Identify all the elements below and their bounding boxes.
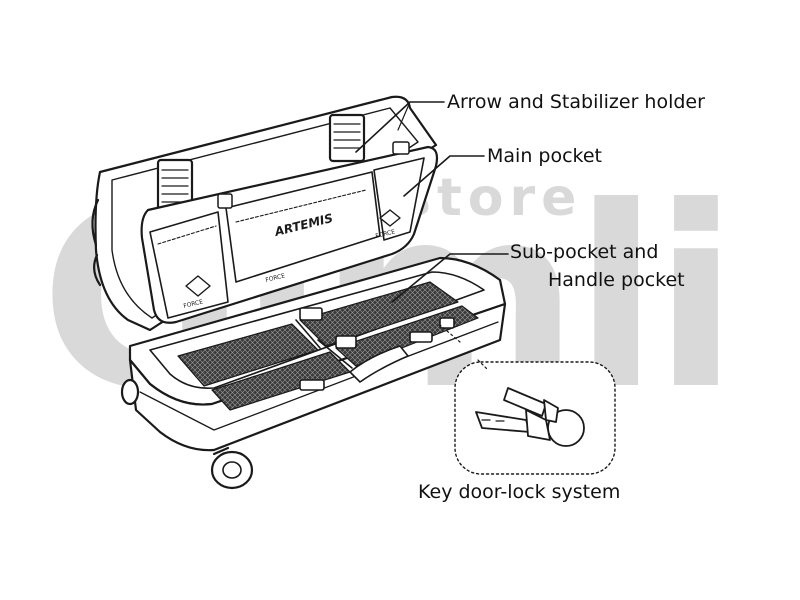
label-sub-pocket-line2: Handle pocket: [548, 269, 685, 291]
wheels: [120, 378, 254, 490]
key-icon: [475, 387, 585, 447]
label-main-pocket: Main pocket: [487, 145, 602, 167]
main-pocket: [140, 141, 439, 324]
leader-main-pocket: [403, 155, 485, 197]
leader-lines: [355, 101, 509, 303]
tag-label-right: FORCE: [375, 228, 396, 240]
label-arrow-holder: Arrow and Stabilizer holder: [447, 91, 705, 113]
leader-sub-pocket: [391, 253, 509, 303]
tag-label-left: FORCE: [183, 298, 204, 310]
arrow-holder-block-right: [328, 113, 366, 163]
tag-label-center: FORCE: [265, 272, 286, 284]
handle-pocket: [295, 307, 455, 391]
label-sub-pocket-line1: Sub-pocket and: [510, 241, 659, 263]
key-inset: [439, 324, 616, 475]
label-key-lock: Key door-lock system: [418, 481, 621, 503]
